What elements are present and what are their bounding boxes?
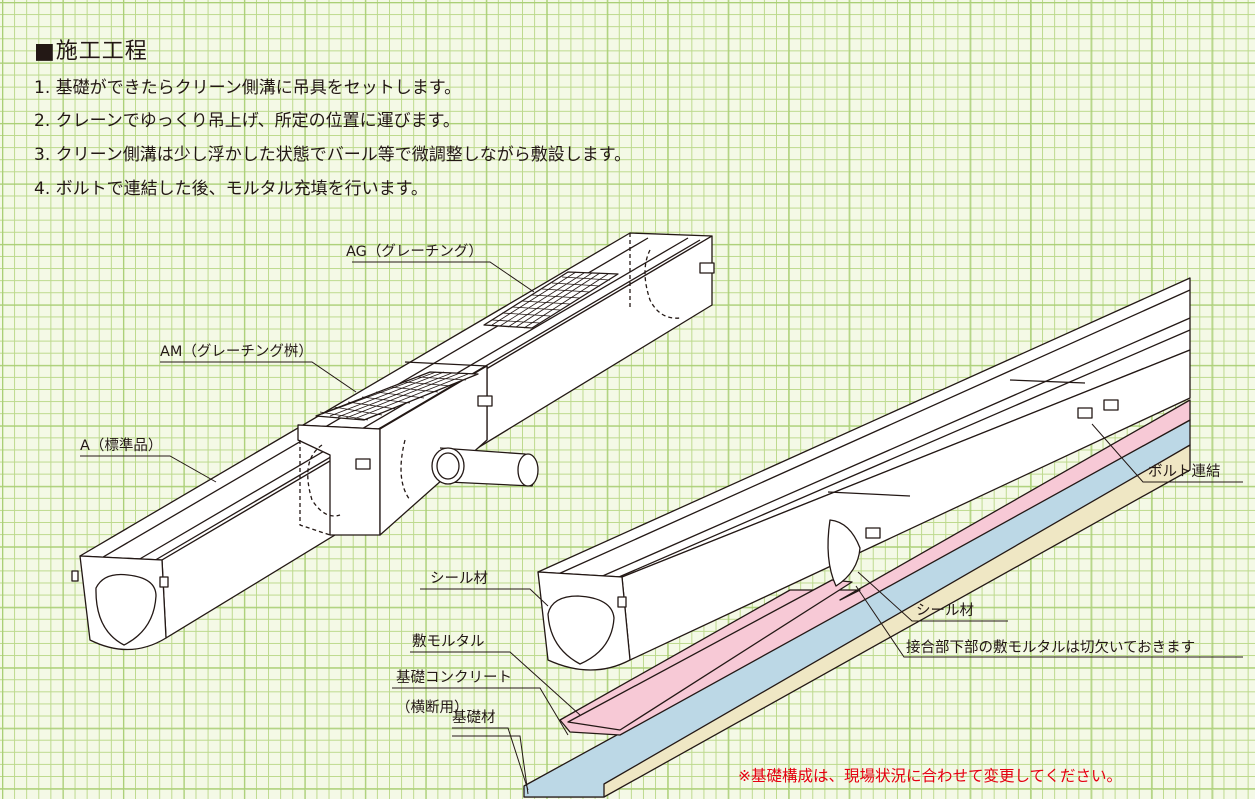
label-bolt: ボルト連結	[1148, 463, 1221, 480]
leader-lines	[80, 261, 1243, 795]
label-joint-note: 接合部下部の敷モルタルは切欠いておきます	[906, 639, 1195, 656]
seal-ring	[827, 519, 861, 587]
drain-pipe	[431, 447, 539, 487]
left-run-opening	[95, 573, 157, 646]
right-gutter-assembly	[523, 277, 1191, 798]
label-a: A（標準品）	[80, 437, 162, 454]
label-seal-right: シール材	[916, 602, 974, 619]
hidden-lines	[299, 233, 681, 536]
right-run-opening	[547, 595, 615, 665]
grating-ag	[483, 271, 619, 329]
step-4: 4. ボルトで連結した後、モルタル充填を行います。	[34, 179, 428, 199]
label-ag: AG（グレーチング）	[346, 243, 483, 260]
label-seal-left: シール材	[430, 570, 488, 587]
left-gutter-assembly	[71, 232, 715, 651]
label-mortar: 敷モルタル	[412, 633, 485, 650]
label-concrete: 基礎コンクリート	[396, 669, 512, 686]
label-concrete-sub: （横断用）	[396, 699, 469, 716]
label-am: AM（グレーチング桝）	[160, 343, 313, 360]
step-3: 3. クリーン側溝は少し浮かした状態でバール等で微調整しながら敷設します。	[34, 145, 632, 165]
label-base: 基礎材	[452, 709, 496, 726]
page-title: ■施工工程	[34, 39, 148, 64]
step-2: 2. クレーンでゆっくり吊上げ、所定の位置に運びます。	[34, 111, 460, 131]
mortar-front-strip	[567, 579, 853, 731]
footnote: ※基礎構成は、現場状況に合わせて変更してください。	[738, 767, 1122, 785]
step-1: 1. 基礎ができたらクリーン側溝に吊具をセットします。	[34, 78, 462, 98]
grating-am	[315, 371, 479, 421]
